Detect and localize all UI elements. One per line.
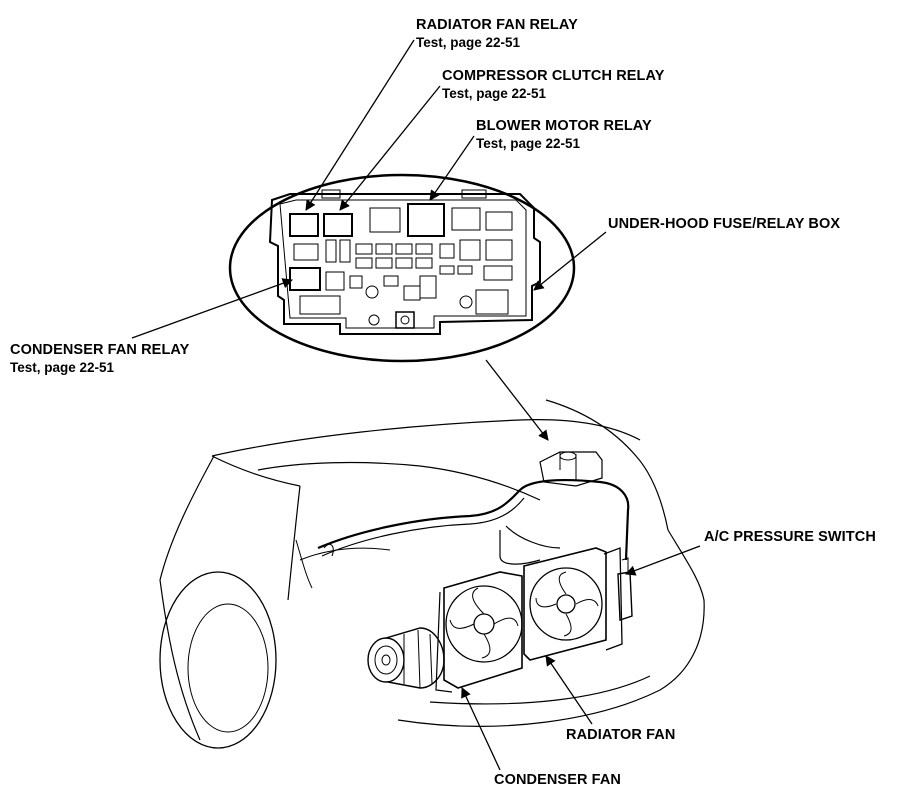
condenser-fan-relay-test-ref: Test, page 22-51 — [10, 360, 115, 375]
compressor-clutch-relay-label: COMPRESSOR CLUTCH RELAY — [442, 68, 665, 84]
callout-radiator-fan-relay: RADIATOR FAN RELAY Test, page 22-51 — [416, 17, 578, 51]
radiator-fan-relay-box — [289, 213, 319, 237]
leader-radiator-fan — [545, 655, 593, 725]
leader-condenser-fan — [461, 687, 501, 771]
leader-blower-motor-relay — [429, 135, 475, 201]
under-hood-fuse-relay-box-label: UNDER-HOOD FUSE/RELAY BOX — [608, 216, 841, 232]
hood-outline — [211, 419, 641, 457]
callout-ac-pressure-switch: A/C PRESSURE SWITCH — [704, 529, 876, 546]
leader-under-hood-fuse-relay-box — [533, 231, 607, 291]
bumper-outline — [397, 599, 705, 727]
fuse-box-inset — [228, 173, 576, 363]
callout-blower-motor-relay: BLOWER MOTOR RELAY Test, page 22-51 — [476, 118, 652, 152]
ac-pressure-switch-label: A/C PRESSURE SWITCH — [704, 529, 876, 545]
condenser-fan-label: CONDENSER FAN — [494, 772, 621, 788]
leader-lines — [131, 39, 701, 771]
callout-condenser-fan-relay: CONDENSER FAN RELAY Test, page 22-51 — [10, 342, 189, 376]
callout-under-hood-fuse-relay-box: UNDER-HOOD FUSE/RELAY BOX — [608, 216, 840, 233]
radiator-fan-relay-test-ref: Test, page 22-51 — [416, 35, 521, 50]
radiator-fan-blades — [529, 567, 603, 641]
fender-outline — [159, 455, 215, 581]
leader-condenser-fan-relay — [131, 278, 293, 339]
ac-line — [317, 478, 630, 561]
fuse-box-outline — [268, 193, 541, 335]
condenser-fan-blades — [445, 585, 523, 663]
callout-compressor-clutch-relay: COMPRESSOR CLUTCH RELAY Test, page 22-51 — [442, 68, 665, 102]
wheel — [159, 571, 277, 749]
condenser-fan-shroud — [443, 571, 523, 689]
vehicle-drawing — [159, 399, 705, 749]
leader-radiator-fan-relay — [305, 39, 415, 211]
compressor-clutch-relay-test-ref: Test, page 22-51 — [442, 86, 547, 101]
blower-motor-relay-label: BLOWER MOTOR RELAY — [476, 118, 652, 134]
compressor-clutch-relay-box — [323, 213, 353, 237]
radiator-fan-label: RADIATOR FAN — [566, 727, 676, 743]
radiator-fan-relay-label: RADIATOR FAN RELAY — [416, 17, 578, 33]
condenser-fan-relay-label: CONDENSER FAN RELAY — [10, 342, 190, 358]
leader-ac-pressure-switch — [625, 545, 701, 576]
callout-radiator-fan: RADIATOR FAN — [566, 727, 675, 744]
callout-condenser-fan: CONDENSER FAN — [494, 772, 621, 789]
leader-compressor-clutch-relay — [339, 85, 441, 211]
condenser-fan-relay-box — [289, 267, 321, 291]
radiator-fan-shroud — [523, 547, 607, 661]
blower-motor-relay-box — [407, 203, 445, 237]
ac-compressor — [367, 627, 445, 689]
blower-motor-relay-test-ref: Test, page 22-51 — [476, 136, 581, 151]
inset-ellipse — [228, 173, 576, 363]
leader-inset-to-vehicle — [485, 359, 549, 441]
